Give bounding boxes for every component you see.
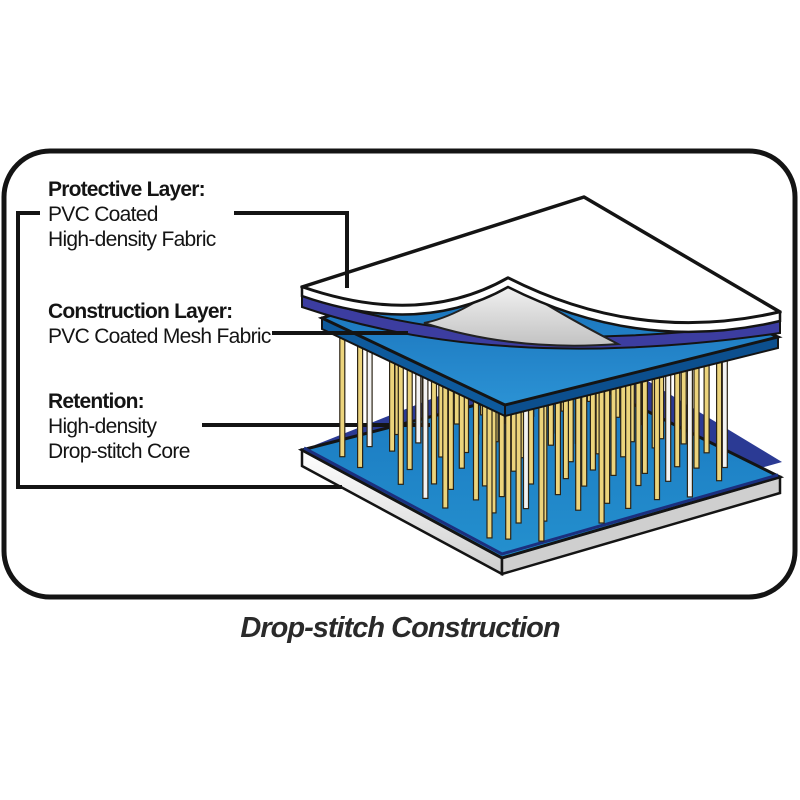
retention-line1: High-density [48, 415, 157, 438]
protective-layer-line2: High-density Fabric [48, 228, 216, 251]
stitch-thread [715, 351, 723, 482]
construction-layer-title: Construction Layer: [48, 300, 233, 323]
retention-title: Retention: [48, 390, 145, 413]
bracket-leader-line [16, 211, 342, 489]
leader-lines-front [234, 211, 408, 335]
protective-layer-line1: PVC Coated [48, 203, 158, 226]
retention-line2: Drop-stitch Core [48, 440, 190, 463]
protective-leader-line [234, 211, 349, 288]
protective-layer-title: Protective Layer: [48, 178, 206, 201]
sheet-edge-band [300, 276, 782, 334]
stitch-thread [442, 380, 449, 509]
construction-layer-line1: PVC Coated Mesh Fabric [48, 325, 271, 348]
stitch-thread [625, 377, 632, 510]
stitch-thread [357, 341, 364, 469]
stitch-thread [598, 380, 605, 524]
diagram-caption: Drop-stitch Construction [240, 612, 560, 644]
stitch-thread [339, 327, 346, 458]
construction-layer-label: Construction Layer: PVC Coated Mesh Fabr… [48, 299, 271, 349]
stitch-thread [653, 365, 661, 501]
retention-label: Retention: High-density Drop-stitch Core [48, 389, 190, 464]
stitch-thread [538, 395, 545, 542]
protective-sheet [300, 195, 782, 334]
stitch-thread [686, 358, 694, 498]
stitch-thread [422, 364, 429, 500]
sheet-curl-underside [423, 278, 622, 347]
stitch-thread [486, 395, 493, 539]
protective-layer-label: Protective Layer: PVC Coated High-densit… [48, 177, 216, 252]
stitch-thread [505, 400, 512, 540]
base-plate-edge-strip [303, 446, 779, 556]
stitch-thread [397, 353, 404, 485]
